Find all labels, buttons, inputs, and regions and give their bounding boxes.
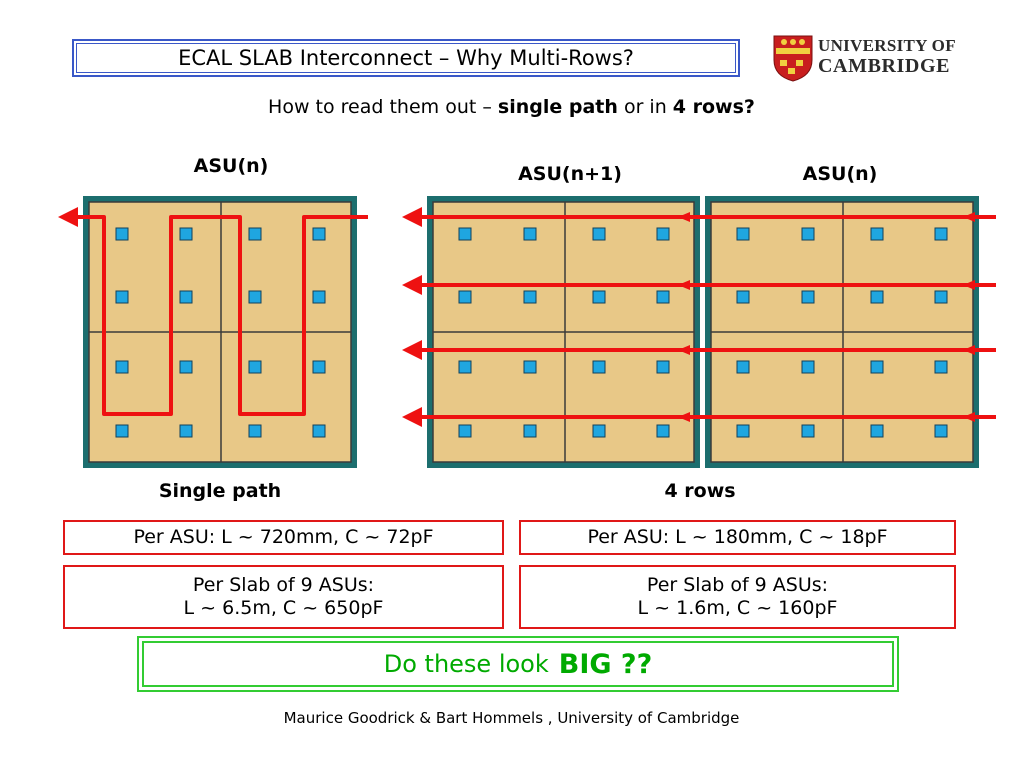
pad-2	[934, 424, 948, 438]
pad-0	[248, 227, 262, 241]
pad-2	[870, 360, 884, 374]
caption-4-rows: 4 rows	[664, 480, 736, 502]
label-asu-n-plus-1: ASU(n+1)	[518, 163, 622, 185]
info-rows-per-asu-text: Per ASU: L ~ 180mm, C ~ 18pF	[587, 526, 888, 548]
row-route-arrow	[678, 212, 690, 222]
four-row-routes	[402, 207, 996, 427]
pad-0	[115, 360, 129, 374]
info-single-slab-line-1: Per Slab of 9 ASUs:	[192, 574, 375, 596]
pad-2	[870, 424, 884, 438]
info-single-slab-line-2: L ~ 6.5m, C ~ 650pF	[183, 597, 384, 619]
caption-single-path: Single path	[158, 480, 282, 502]
pad-0	[248, 290, 262, 304]
pad-0	[312, 360, 326, 374]
pad-2	[736, 290, 750, 304]
info-rows-slab-line-1: Per Slab of 9 ASUs:	[646, 574, 829, 596]
pad-1	[458, 424, 472, 438]
pad-1	[458, 227, 472, 241]
pad-2	[934, 290, 948, 304]
pad-1	[458, 290, 472, 304]
row-route-arrow	[963, 345, 975, 355]
pad-1	[592, 424, 606, 438]
pad-1	[656, 360, 670, 374]
info-single-per-slab: Per Slab of 9 ASUs: L ~ 6.5m, C ~ 650pF	[63, 565, 504, 629]
pad-1	[656, 227, 670, 241]
pad-0	[115, 227, 129, 241]
university-logo-text: UNIVERSITY OF CAMBRIDGE	[818, 36, 956, 76]
question-emphasis: BIG ??	[558, 648, 653, 680]
pad-0	[179, 290, 193, 304]
pad-1	[592, 360, 606, 374]
info-single-per-asu-text: Per ASU: L ~ 720mm, C ~ 72pF	[133, 526, 434, 548]
pad-1	[458, 360, 472, 374]
pad-2	[934, 227, 948, 241]
pad-1	[523, 360, 537, 374]
pad-2	[870, 227, 884, 241]
university-crest-icon	[773, 35, 813, 82]
pad-0	[179, 424, 193, 438]
slide-title: ECAL SLAB Interconnect – Why Multi-Rows?	[72, 39, 740, 77]
slide-title-text: ECAL SLAB Interconnect – Why Multi-Rows?	[178, 46, 634, 70]
subtitle: How to read them out – single path or in…	[0, 96, 1023, 118]
pad-0	[179, 360, 193, 374]
logo-line-2: CAMBRIDGE	[818, 55, 951, 77]
pad-1	[523, 227, 537, 241]
subtitle-option-single: single path	[497, 96, 618, 118]
pad-1	[523, 424, 537, 438]
subtitle-option-rows: 4 rows?	[672, 96, 755, 118]
pad-2	[736, 360, 750, 374]
pad-0	[312, 424, 326, 438]
pad-0	[115, 290, 129, 304]
pad-0	[179, 227, 193, 241]
row-route-arrow	[963, 280, 975, 290]
pad-1	[656, 290, 670, 304]
pad-1	[656, 424, 670, 438]
row-route-arrow	[963, 412, 975, 422]
info-single-per-asu: Per ASU: L ~ 720mm, C ~ 72pF	[63, 520, 504, 555]
pad-0	[248, 424, 262, 438]
subtitle-middle: or in	[617, 96, 673, 118]
asu-board-n-plus-1	[427, 196, 700, 468]
footer-credit: Maurice Goodrick & Bart Hommels , Univer…	[283, 709, 740, 727]
row-route-arrow	[963, 212, 975, 222]
pad-0	[248, 360, 262, 374]
label-asu-n-left: ASU(n)	[193, 155, 269, 177]
pad-0	[312, 227, 326, 241]
info-rows-per-asu: Per ASU: L ~ 180mm, C ~ 18pF	[519, 520, 956, 555]
pad-2	[801, 360, 815, 374]
question-box: Do these look BIG ??	[137, 636, 899, 692]
subtitle-prefix: How to read them out –	[268, 96, 498, 118]
row-route-arrow	[678, 412, 690, 422]
logo-line-1: UNIVERSITY OF	[818, 36, 956, 55]
question-text: Do these look	[383, 650, 549, 678]
pad-0	[115, 424, 129, 438]
pad-2	[934, 360, 948, 374]
row-route-arrow	[678, 280, 690, 290]
pad-2	[801, 227, 815, 241]
pad-2	[870, 290, 884, 304]
pad-2	[736, 227, 750, 241]
pad-1	[592, 227, 606, 241]
pad-1	[592, 290, 606, 304]
pad-2	[801, 290, 815, 304]
pad-1	[523, 290, 537, 304]
pad-2	[736, 424, 750, 438]
info-rows-per-slab: Per Slab of 9 ASUs: L ~ 1.6m, C ~ 160pF	[519, 565, 956, 629]
pad-2	[801, 424, 815, 438]
row-route-arrow	[678, 345, 690, 355]
pad-0	[312, 290, 326, 304]
label-asu-n-right: ASU(n)	[802, 163, 878, 185]
info-rows-slab-line-2: L ~ 1.6m, C ~ 160pF	[637, 597, 838, 619]
single-path-route	[58, 207, 368, 416]
asu-board-single-path	[83, 196, 357, 468]
